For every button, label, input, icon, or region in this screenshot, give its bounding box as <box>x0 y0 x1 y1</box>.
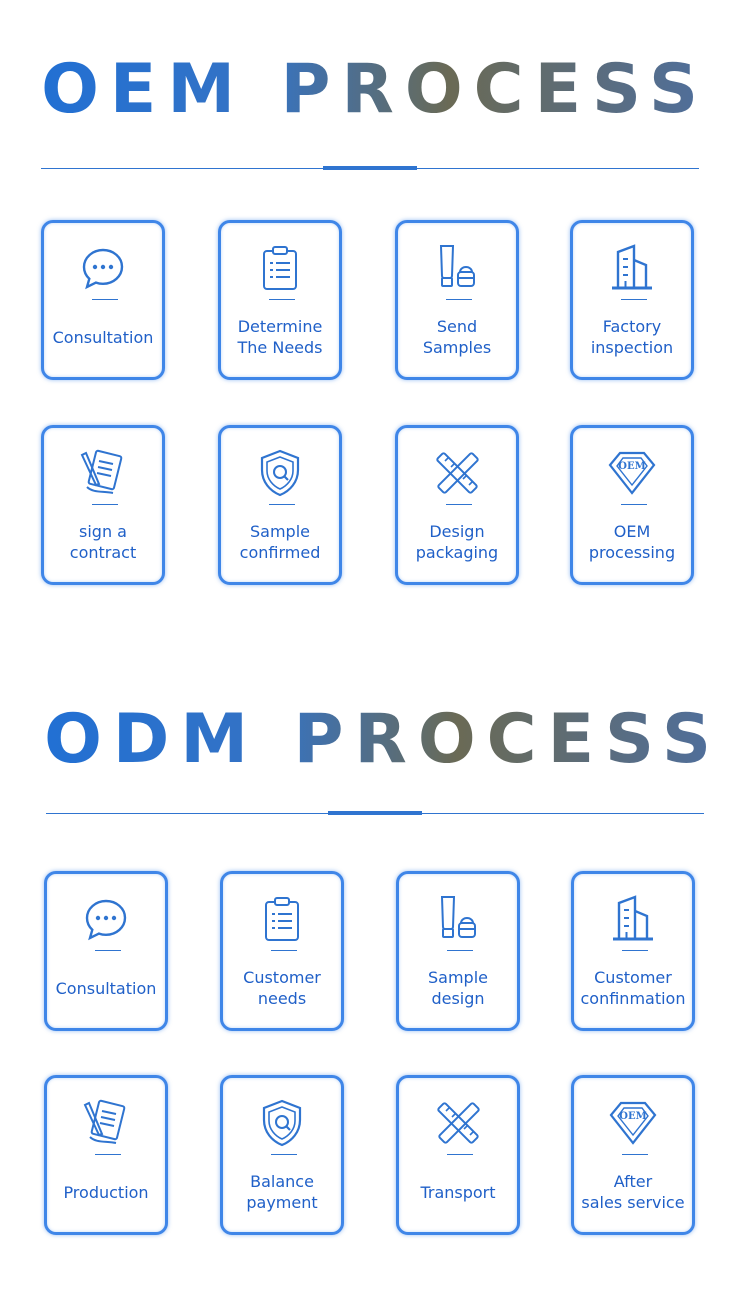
oem-title: OEM PROCESS <box>0 52 750 128</box>
ruler-pencil-icon <box>399 1096 517 1150</box>
odm-step-production: Production <box>44 1075 168 1235</box>
card-divider <box>622 1154 648 1155</box>
step-label: sign a contract <box>69 522 137 562</box>
cosmetic-samples-icon <box>399 892 517 946</box>
odm-step-sample-design: Sample design <box>396 871 520 1031</box>
card-divider <box>271 950 297 951</box>
card-divider <box>621 504 647 505</box>
odm-step-customer-confirmation: Customer confinmation <box>571 871 695 1031</box>
step-label: Transport <box>420 1182 496 1202</box>
ruler-pencil-icon <box>398 446 516 500</box>
odm-step-balance-payment: Balance payment <box>220 1075 344 1235</box>
svg-text:OEM: OEM <box>618 461 645 472</box>
clipboard-list-icon <box>221 241 339 295</box>
odm-step-customer-needs: Customer needs <box>220 871 344 1031</box>
card-divider <box>269 299 295 300</box>
clipboard-list-icon <box>223 892 341 946</box>
oem-step-factory-inspection: Factory inspection <box>570 220 694 380</box>
card-divider <box>446 299 472 300</box>
factory-building-icon <box>574 892 692 946</box>
step-label: Balance payment <box>246 1172 318 1212</box>
card-divider <box>92 504 118 505</box>
step-label: Design packaging <box>415 522 499 562</box>
step-label: Factory inspection <box>590 317 674 357</box>
odm-divider-accent <box>328 811 422 815</box>
cosmetic-samples-icon <box>398 241 516 295</box>
card-divider <box>269 504 295 505</box>
step-label: Sample confirmed <box>239 522 321 562</box>
chat-bubble-icon <box>44 241 162 295</box>
oem-step-consultation: Consultation <box>41 220 165 380</box>
contract-pen-icon <box>47 1096 165 1150</box>
shield-check-icon <box>223 1096 341 1150</box>
step-label: Production <box>63 1182 149 1202</box>
shield-check-icon <box>221 446 339 500</box>
oem-step-determine-needs: Determine The Needs <box>218 220 342 380</box>
card-divider <box>621 299 647 300</box>
odm-step-transport: Transport <box>396 1075 520 1235</box>
step-label: Send Samples <box>422 317 492 357</box>
card-divider <box>95 1154 121 1155</box>
factory-building-icon <box>573 241 691 295</box>
oem-divider-accent <box>323 166 417 170</box>
card-divider <box>622 950 648 951</box>
card-divider <box>95 950 121 951</box>
card-divider <box>447 1154 473 1155</box>
step-label: After sales service <box>581 1172 685 1212</box>
step-label: Determine The Needs <box>237 317 323 357</box>
step-label: Customer needs <box>243 968 321 1008</box>
odm-step-after-sales-service: OEM After sales service <box>571 1075 695 1235</box>
oem-step-sample-confirmed: Sample confirmed <box>218 425 342 585</box>
oem-step-oem-processing: OEM OEM processing <box>570 425 694 585</box>
card-divider <box>447 950 473 951</box>
contract-pen-icon <box>44 446 162 500</box>
card-divider <box>446 504 472 505</box>
svg-text:OEM: OEM <box>619 1111 646 1122</box>
step-label: OEM processing <box>588 522 676 562</box>
oem-step-send-samples: Send Samples <box>395 220 519 380</box>
oem-diamond-badge-icon: OEM <box>573 446 691 500</box>
step-label: Consultation <box>52 327 154 347</box>
oem-diamond-badge-icon: OEM <box>574 1096 692 1150</box>
oem-step-design-packaging: Design packaging <box>395 425 519 585</box>
odm-title: ODM PROCESS <box>8 702 750 778</box>
step-label: Customer confinmation <box>580 968 686 1008</box>
step-label: Sample design <box>428 968 488 1008</box>
oem-step-sign-contract: sign a contract <box>41 425 165 585</box>
card-divider <box>92 299 118 300</box>
chat-bubble-icon <box>47 892 165 946</box>
step-label: Consultation <box>55 978 157 998</box>
card-divider <box>271 1154 297 1155</box>
odm-step-consultation: Consultation <box>44 871 168 1031</box>
